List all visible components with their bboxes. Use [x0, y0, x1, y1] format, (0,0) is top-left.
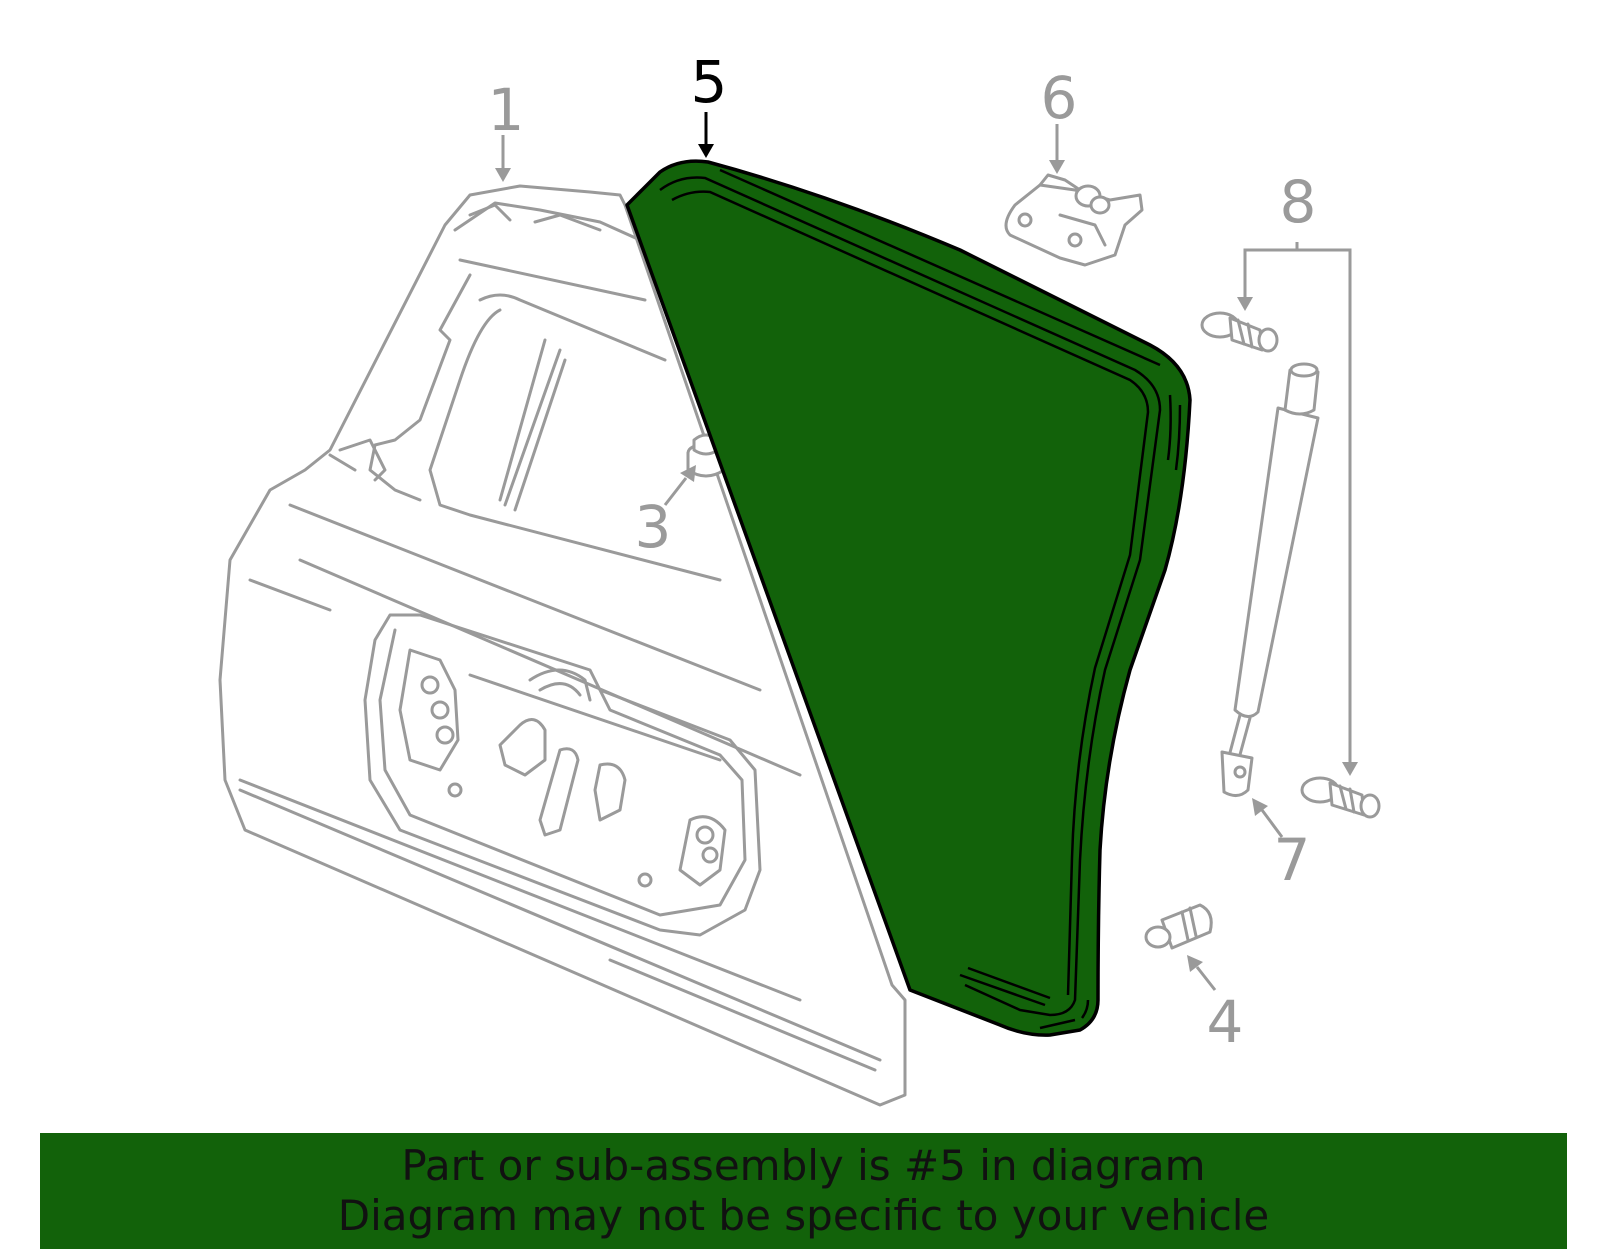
part-7-support-strut — [1220, 362, 1320, 797]
callout-4: 4 — [1207, 988, 1244, 1056]
part-5-weatherstrip — [625, 159, 1192, 1037]
callout-8: 8 — [1280, 168, 1317, 236]
part-6-hinge — [1004, 173, 1144, 267]
part-5-fill — [625, 159, 1192, 1037]
callout-1: 1 — [488, 76, 525, 144]
callout-5: 5 — [691, 48, 728, 116]
banner-line-part: Part or sub-assembly is #5 in diagram — [401, 1141, 1206, 1190]
info-banner: Part or sub-assembly is #5 in diagram Di… — [40, 1133, 1567, 1249]
callout-3: 3 — [635, 493, 672, 561]
callout-7: 7 — [1274, 826, 1311, 894]
part-8-ball-stud-lower — [1300, 776, 1381, 819]
part-4-cushion — [1144, 903, 1213, 950]
banner-line-disclaimer: Diagram may not be specific to your vehi… — [337, 1191, 1270, 1240]
part-8-ball-stud-upper — [1200, 311, 1279, 353]
callout-6: 6 — [1041, 64, 1078, 132]
part-1-liftgate — [218, 184, 907, 1107]
callout-arrows — [495, 112, 1358, 991]
